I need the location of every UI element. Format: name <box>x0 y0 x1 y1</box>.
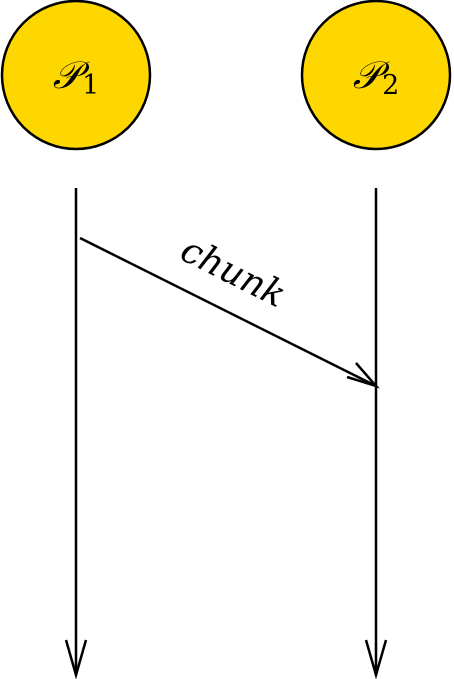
message-arrowhead <box>346 362 380 389</box>
lifeline-arrowhead-p1 <box>64 639 88 679</box>
lifeline-p2 <box>364 188 388 679</box>
process-node-p1: 𝒫1 <box>0 0 152 151</box>
process-node-p2: 𝒫2 <box>300 0 452 151</box>
process-circle-p2 <box>300 0 452 151</box>
lifeline-arrowhead-p2 <box>364 639 388 679</box>
process-circle-p1 <box>0 0 152 151</box>
lifeline-p1 <box>64 188 88 679</box>
message-arrow-chunk: chunk <box>79 229 380 389</box>
message-label-chunk: chunk <box>174 229 292 316</box>
